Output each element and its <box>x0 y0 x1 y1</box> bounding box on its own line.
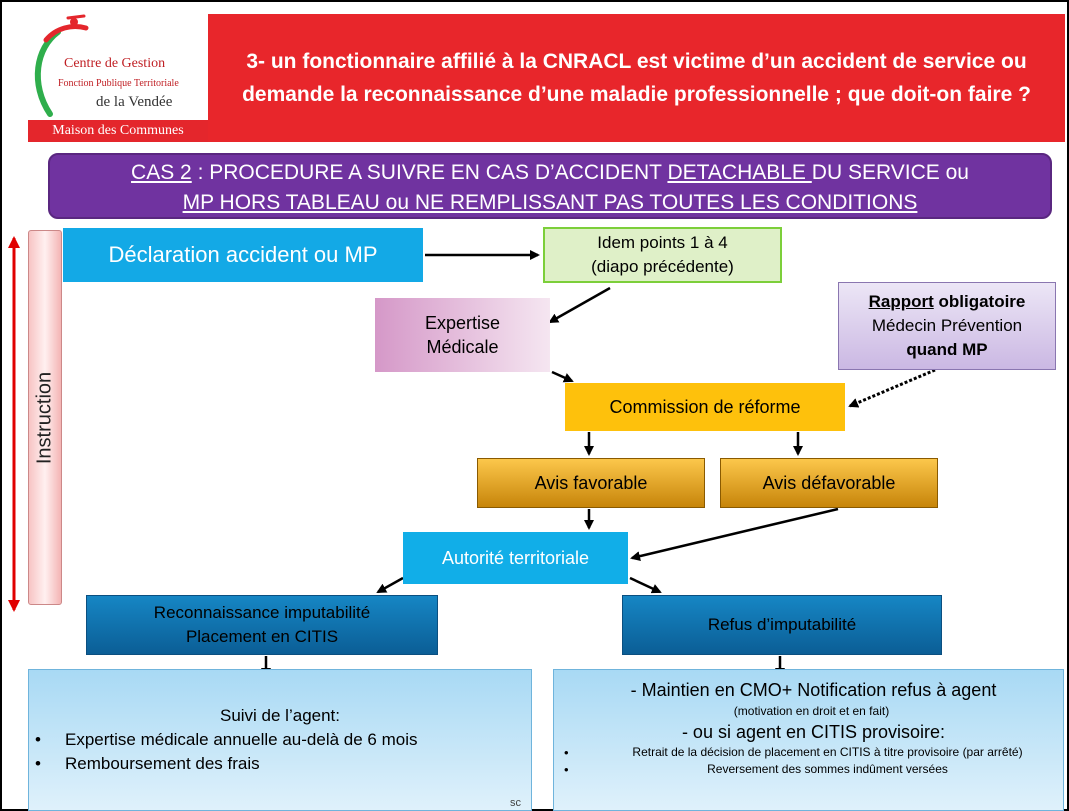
case-part1: : PROCEDURE A SUIVRE EN CAS D’ACCIDENT <box>191 161 668 184</box>
logo-line3: de la Vendée <box>96 94 173 110</box>
arrow-autorite-reconnaissance <box>376 576 404 594</box>
logo-line2: Fonction Publique Territoriale <box>58 78 179 89</box>
logo-band: Maison des Communes <box>28 120 208 142</box>
maintien-item: Retrait de la décision de placement en C… <box>554 744 1063 761</box>
node-refus: Refus d’imputabilité <box>622 595 942 655</box>
arrow-idem-expertise <box>548 286 611 324</box>
node-autorite: Autorité territoriale <box>403 532 628 584</box>
arrow-expertise-commission <box>551 370 574 383</box>
rapport-line1: Rapport obligatoire <box>869 290 1026 314</box>
slide-title-text: 3- un fonctionnaire affilié à la CNRACL … <box>242 50 1031 106</box>
expertise-line2: Médicale <box>426 337 499 357</box>
expertise-line1: Expertise <box>424 313 501 333</box>
rapport-line3: quand MP <box>906 340 988 359</box>
case-header-line1: CAS 2 : PROCEDURE A SUIVRE EN CAS D’ACCI… <box>50 158 1050 188</box>
node-expertise: Expertise Médicale <box>375 298 550 372</box>
suivi-item: Expertise médicale annuelle au-delà de 6… <box>29 728 531 752</box>
node-avis-favorable: Avis favorable <box>477 458 705 508</box>
arrow-autorite-refus <box>629 576 662 594</box>
logo-swoosh-icon <box>34 14 89 117</box>
case-detachable: DETACHABLE <box>667 161 812 184</box>
slide-title: 3- un fonctionnaire affilié à la CNRACL … <box>208 14 1065 142</box>
logo-line1: Centre de Gestion <box>64 56 166 71</box>
idem-line2: (diapo précédente) <box>591 257 734 276</box>
suivi-item: Remboursement des frais <box>29 752 531 776</box>
node-suivi: Suivi de l’agent: Expertise médicale ann… <box>28 669 532 811</box>
rapport-word: Rapport <box>868 292 934 311</box>
maintien-item: Reversement des sommes indûment versées <box>554 761 1063 778</box>
footer-fragment: sc <box>510 797 521 809</box>
node-rapport: Rapport obligatoire Médecin Prévention q… <box>838 282 1056 370</box>
logo: Centre de Gestion Fonction Publique Terr… <box>28 14 208 142</box>
rapport-line2: Médecin Prévention <box>871 316 1023 335</box>
node-idem: Idem points 1 à 4 (diapo précédente) <box>543 227 782 283</box>
maintien-line2: - ou si agent en CITIS provisoire: <box>681 722 946 742</box>
node-reconnaissance: Reconnaissance imputabilité Placement en… <box>86 595 438 655</box>
case-part2: DU SERVICE ou <box>811 161 969 184</box>
idem-line1: Idem points 1 à 4 <box>597 233 728 252</box>
reconnaissance-line2: Placement en CITIS <box>185 627 339 646</box>
instruction-bar: Instruction <box>28 230 62 605</box>
node-commission: Commission de réforme <box>565 383 845 431</box>
case-header: CAS 2 : PROCEDURE A SUIVRE EN CAS D’ACCI… <box>48 153 1052 219</box>
reconnaissance-line1: Reconnaissance imputabilité <box>153 603 371 622</box>
arrow-rapport-commission <box>848 368 936 408</box>
node-maintien: - Maintien en CMO+ Notification refus à … <box>553 669 1064 811</box>
rapport-obligatoire: obligatoire <box>933 292 1026 311</box>
node-declaration: Déclaration accident ou MP <box>63 228 423 282</box>
node-avis-defavorable: Avis défavorable <box>720 458 938 508</box>
case-prefix: CAS 2 <box>131 161 192 184</box>
maintien-note: (motivation en droit et en fait) <box>733 704 890 718</box>
maintien-line1: - Maintien en CMO+ Notification refus à … <box>630 680 997 700</box>
case-header-line2: MP HORS TABLEAU ou NE REMPLISSANT PAS TO… <box>182 191 918 214</box>
arrow-defavorable-autorite <box>630 507 839 562</box>
suivi-title: Suivi de l’agent: <box>219 706 341 725</box>
